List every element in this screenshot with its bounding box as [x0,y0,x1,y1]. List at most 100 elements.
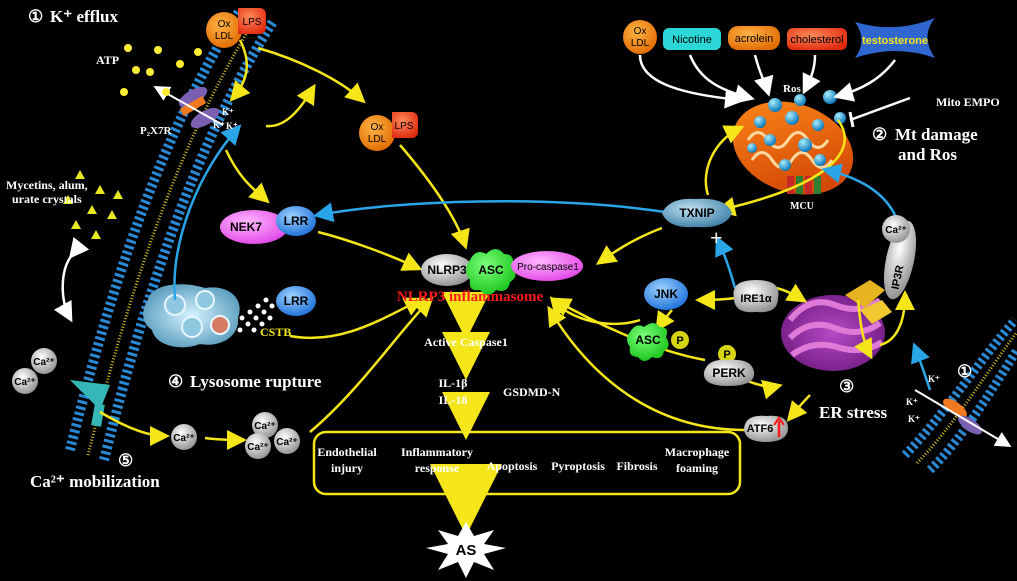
outcome-fibrosis: Fibrosis [616,459,657,473]
acrolein-label: acrolein [735,33,774,45]
nicotine: Nicotine [663,28,721,50]
as-starburst: AS [426,522,506,578]
pathway-arrows [53,39,932,536]
outcome-macrophage-1: Macrophage [665,445,730,459]
ox-ldl-label-top: Ox [218,19,231,30]
ip3r-ca-label: Ca²⁺ [885,225,906,236]
ox-ldl-middle: Ox LDL [359,115,395,151]
mt-damage-number: ② [872,125,887,144]
lysosome-title: Lysosome rupture [190,372,322,391]
il18-label: IL-18 [439,393,468,407]
er-stress-number: ③ [839,377,854,396]
cstb-label: CSTB [260,325,291,339]
perk-label: PERK [712,366,746,380]
jnk-label: JNK [654,287,678,301]
txnip-label: TXNIP [679,206,714,220]
outcome-endothelial-2: injury [331,461,363,475]
lps-top-left: LPS [238,8,266,34]
as-label: AS [456,542,477,559]
ox-ldl-top-right: Ox LDL [623,20,657,54]
plus-sign: + [710,225,723,250]
ros-label: Ros [783,83,801,95]
nek7-label: NEK7 [230,220,262,234]
mycetins-line2: urate crystals [12,192,82,206]
k-ion-1: K⁺ [222,107,234,117]
p2x7r-label: P₂X7R [140,125,172,137]
atf6-label: ATF6 [747,423,774,435]
left-cell-membrane [65,7,279,462]
outcome-inflammatory-2: response [415,461,460,475]
nek7-lrr: NEK7 LRR [220,206,316,244]
lysosome-number: ④ [168,372,183,391]
ca-ion-single: Ca²⁺ [171,424,197,450]
ca-ions-cluster: Ca²⁺ Ca²⁺ Ca²⁺ [245,412,300,459]
ca-cluster-1: Ca²⁺ [254,421,275,432]
txnip: TXNIP [662,198,732,228]
outcome-inflammatory-1: Inflammatory [401,445,473,459]
perk: P PERK [703,345,755,386]
acrolein: acrolein [728,26,780,50]
k-ion-r1: K⁺ [928,374,940,384]
ire1a: IRE1α [733,280,779,313]
asc-label: ASC [478,263,504,277]
er-stress-title: ER stress [819,403,888,422]
lps-label-middle: LPS [395,121,414,132]
testosterone-label: testosterone [862,35,928,47]
nicotine-label: Nicotine [672,34,712,46]
ca-cluster-3: Ca²⁺ [276,437,297,448]
ip3r-label: IP3R [890,264,907,290]
ca-cluster-2: Ca²⁺ [247,442,268,453]
ca-mob-number: ⑤ [118,451,133,470]
k-ion-2: K⁺ [213,120,225,130]
ox-ldl-mid-bottom: LDL [368,134,387,145]
lrr-lysosome: LRR [276,286,316,316]
k-efflux-right-number: ① [957,362,972,381]
ca-mob-title: Ca²⁺ mobilization [30,472,160,491]
atp-label: ATP [96,53,119,67]
ox-ldl-top-left: Ox LDL [206,12,242,48]
ox-ldl-tr-bottom: LDL [631,38,650,49]
cholesterol: cholesterol [787,28,847,50]
lrr-label: LRR [284,214,309,228]
endoplasmic-reticulum [781,280,892,371]
lysosome [143,284,240,348]
k-ion-r2: K⁺ [906,397,918,407]
nlrp3-complex: NLRP3 ASC Pro-caspase1 [421,249,583,295]
mcu-label: MCU [790,201,814,212]
asc-p-label: ASC [635,333,661,347]
p-label-perk: P [723,349,730,361]
inflammasome-label: NLRP3 inflammasome [397,289,544,305]
testosterone: testosterone [855,18,935,58]
mt-damage-line1: Mt damage [895,125,978,144]
ox-ldl-label-bottom: LDL [215,31,234,42]
outcome-macrophage-2: foaming [676,461,718,475]
lps-middle: LPS [392,112,418,138]
atf6: ATF6 [744,415,788,442]
ca-ions-left: Ca²⁺ Ca²⁺ [12,348,57,394]
outcome-apoptosis: Apoptosis [487,459,538,473]
gsdmd-label: GSDMD-N [503,385,561,399]
right-cell-membrane [901,317,1017,474]
mt-damage-line2: and Ros [898,145,957,164]
ire1a-label: IRE1α [740,293,771,305]
outcome-pyroptosis: Pyroptosis [551,459,605,473]
ca-channel [70,380,110,427]
ox-ldl-tr-top: Ox [634,26,647,37]
active-caspase-label: Active Caspase1 [424,335,508,349]
asc-phospho: ASC P [627,323,689,361]
atp-dots [120,44,202,96]
jnk: JNK [644,278,688,310]
cstb-particles [237,297,275,333]
mycetins-line1: Mycetins, alum, [6,178,88,192]
ca-left-2: Ca²⁺ [14,377,35,388]
ox-ldl-mid-top: Ox [371,122,384,133]
ca-single-label: Ca²⁺ [173,433,194,444]
ca-left-1: Ca²⁺ [33,357,54,368]
nlrp3-label: NLRP3 [427,263,467,277]
urate-crystals [63,170,123,239]
k-efflux-number: ① [28,7,43,26]
ip3r: IP3R Ca²⁺ [882,215,917,300]
k-ion-3: K⁺ [226,121,238,131]
